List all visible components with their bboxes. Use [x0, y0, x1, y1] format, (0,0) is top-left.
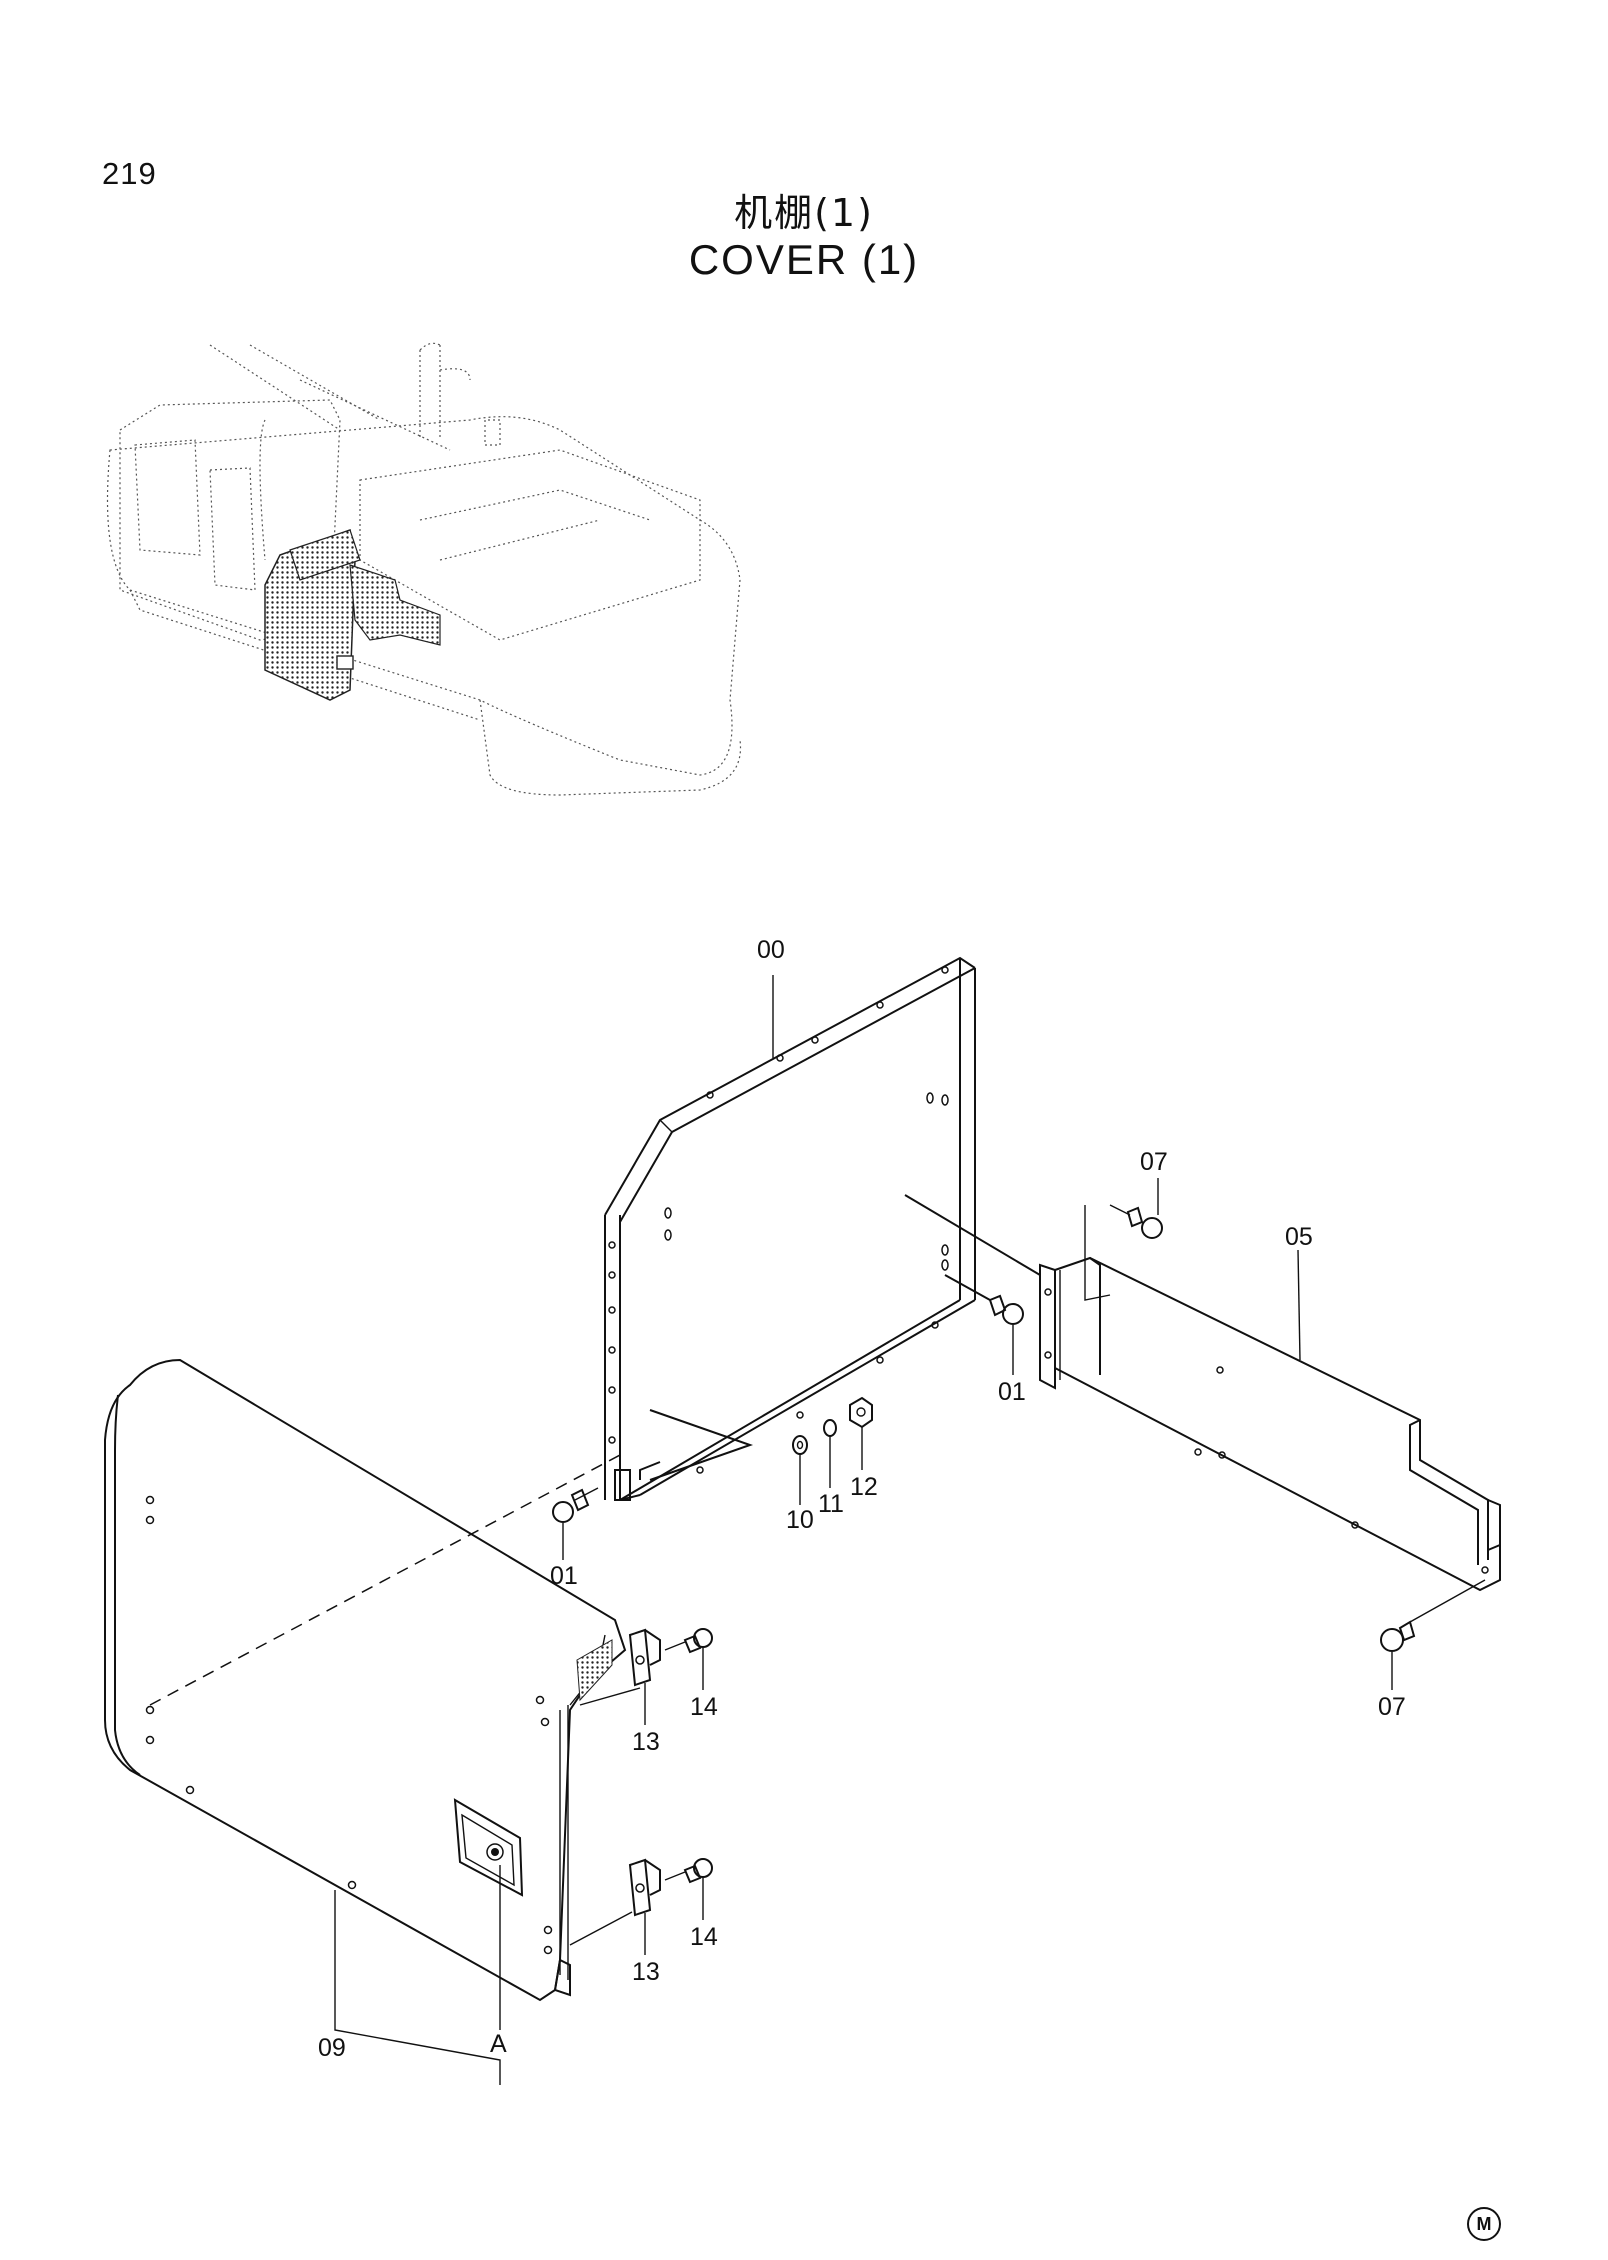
bolt-01-right — [904, 1194, 1041, 1325]
bolt-07-bottom — [1380, 1579, 1486, 1652]
hinge-13-lower — [569, 1858, 661, 1946]
hinge-13-upper — [579, 1628, 661, 1706]
callout-01-left: 01 — [550, 1562, 578, 1590]
callout-13-top: 13 — [632, 1728, 660, 1756]
side-plate-05 — [1039, 1205, 1501, 1592]
machine-overview-illustration — [106, 342, 742, 796]
bolt-07-top — [1109, 1204, 1163, 1239]
callout-09: 09 — [318, 2034, 346, 2062]
manufacturer-mark: M — [1467, 2207, 1501, 2241]
washer-10 — [792, 1435, 808, 1505]
title-chinese: 机棚(1) — [734, 191, 874, 235]
callout-10: 10 — [786, 1506, 814, 1534]
callout-01-right: 01 — [998, 1378, 1026, 1406]
page-number: 219 — [102, 156, 157, 191]
callout-A: A — [490, 2030, 507, 2058]
lock-washer-11 — [823, 1419, 837, 1488]
bolt-14-lower — [664, 1858, 713, 1884]
callout-13-bottom: 13 — [632, 1958, 660, 1986]
callout-labels: 00 07 05 01 12 11 10 01 14 13 07 14 13 0… — [318, 936, 1406, 2062]
callout-05: 05 — [1285, 1223, 1313, 1251]
bolt-14-upper — [664, 1628, 713, 1654]
callout-07-top: 07 — [1140, 1148, 1168, 1176]
callout-12: 12 — [850, 1473, 878, 1501]
cover-frame-00 — [604, 956, 976, 1501]
callout-14-bottom: 14 — [690, 1923, 718, 1951]
main-cover-09 — [104, 1358, 627, 2002]
callout-14-top: 14 — [690, 1693, 718, 1721]
callout-07-bottom: 07 — [1378, 1693, 1406, 1721]
leader-lines — [334, 975, 1393, 2085]
title-english: COVER (1) — [688, 236, 920, 283]
callout-00: 00 — [757, 936, 785, 964]
nut-12 — [849, 1396, 873, 1470]
bolt-01-left — [552, 1487, 599, 1523]
callout-11: 11 — [818, 1490, 844, 1518]
